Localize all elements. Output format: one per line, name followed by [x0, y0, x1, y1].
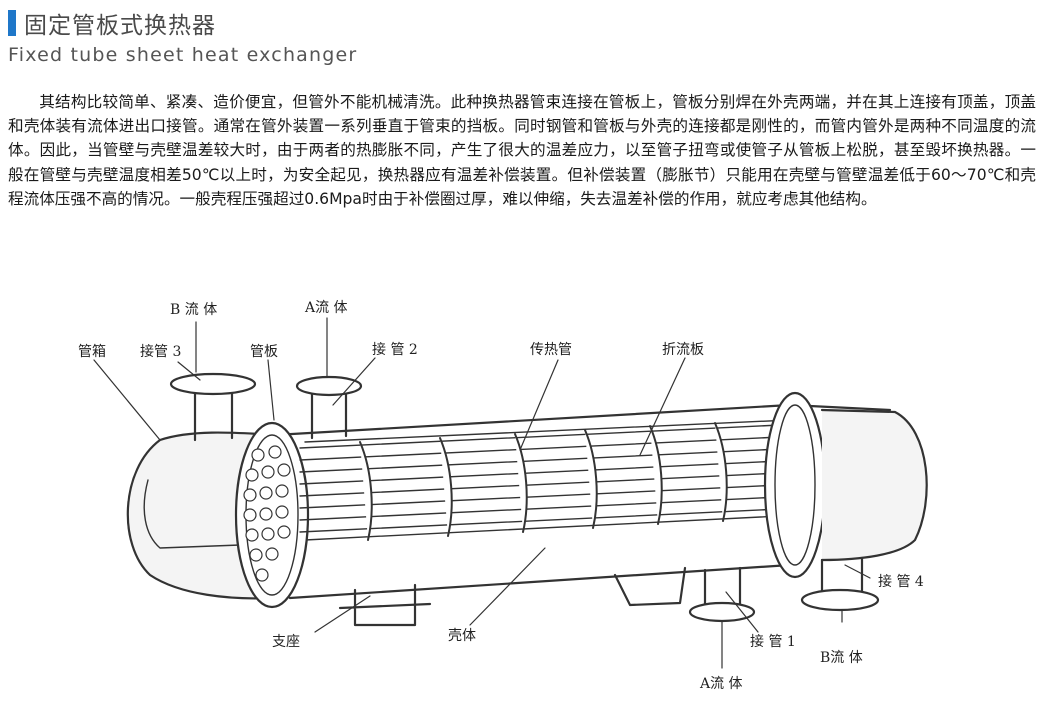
- tube-bundle: [299, 424, 781, 533]
- label-channel: 管箱: [78, 344, 106, 360]
- page-title: 固定管板式换热器: [24, 13, 216, 39]
- label-heat-tube: 传热管: [530, 342, 572, 358]
- label-a-fluid-top: A流 体: [304, 300, 348, 316]
- shell-inner-bottom: [304, 514, 801, 541]
- support-left: [338, 583, 432, 627]
- baffles: [359, 422, 728, 541]
- leader-lines: [93, 317, 871, 669]
- title-accent-bar: [8, 10, 16, 36]
- label-baffle: 折流板: [662, 342, 704, 358]
- nozzle-1-flange: [688, 601, 756, 623]
- page-subtitle: Fixed tube sheet heat exchanger: [8, 44, 358, 66]
- label-shell: 壳体: [448, 627, 476, 644]
- shell-inner: [304, 419, 791, 443]
- label-support: 支座: [272, 634, 300, 650]
- label-a-fluid-bottom: A流 体: [699, 676, 743, 692]
- label-nozzle-2: 接 管 2: [372, 341, 418, 358]
- nozzle-3-flange: [169, 372, 257, 396]
- nozzle-2: [310, 390, 348, 440]
- channel-head-inner: [143, 479, 241, 549]
- tube-holes: [243, 445, 291, 582]
- nozzle-4-flange: [800, 588, 880, 612]
- nozzle-4: [820, 556, 864, 598]
- label-nozzle-4: 接 管 4: [878, 573, 924, 590]
- nozzle-2-flange: [295, 375, 363, 397]
- label-nozzle-1: 接 管 1: [750, 633, 796, 650]
- channel-head: [126, 431, 277, 600]
- support-right: [613, 566, 687, 607]
- shell-outline-bottom: [288, 563, 792, 600]
- right-channel-head: [820, 408, 928, 562]
- label-b-fluid-top: B 流 体: [170, 302, 217, 318]
- title-row: 固定管板式换热器: [8, 6, 216, 40]
- description-paragraph: 其结构比较简单、紧凑、造价便宜，但管外不能机械清洗。此种换热器管束连接在管板上，…: [8, 93, 1036, 208]
- nozzle-3: [193, 388, 234, 442]
- heat-exchanger-diagram: 管箱 接管 3 B 流 体 管板 A流 体 接 管 2 传热管 折流板 支座 壳…: [78, 300, 928, 692]
- right-tubesheet-inner: [774, 404, 816, 566]
- nozzle-1: [703, 566, 742, 610]
- label-b-fluid-bottom: B流 体: [820, 650, 863, 666]
- label-tubesheet: 管板: [250, 344, 278, 360]
- label-nozzle-3: 接管 3: [140, 343, 181, 360]
